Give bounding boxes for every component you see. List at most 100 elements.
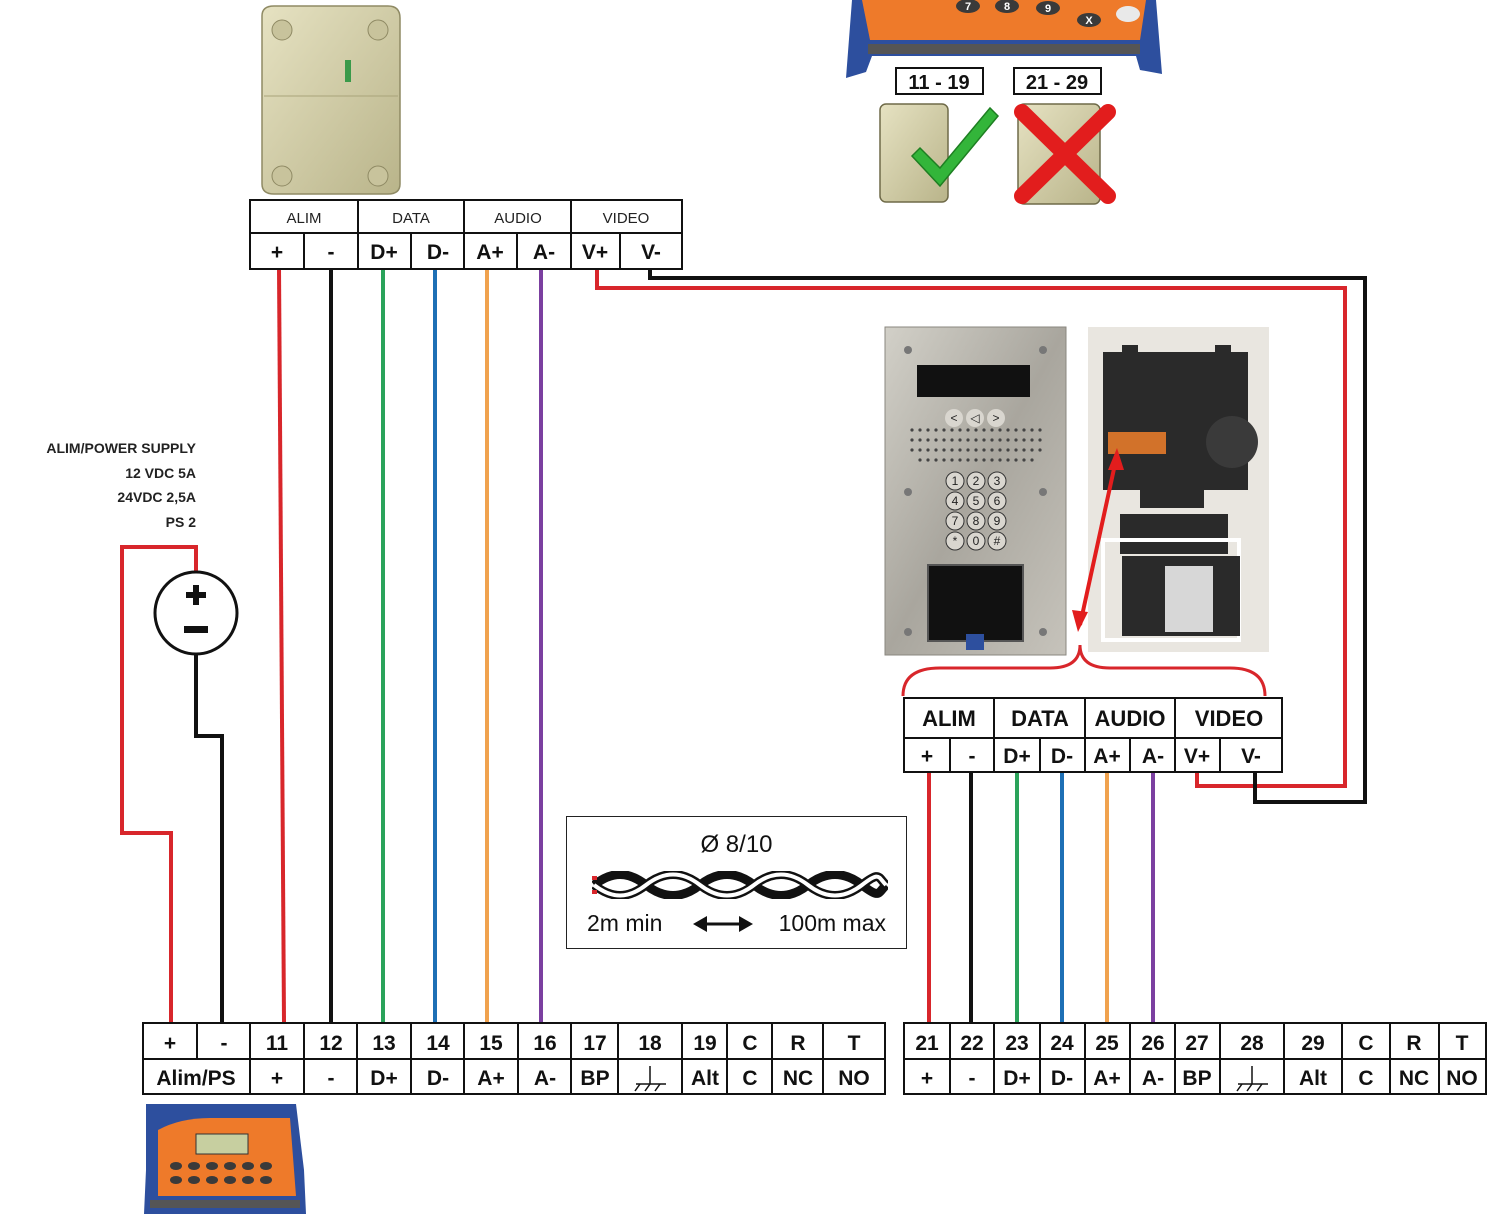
- right-pin-audio-plus: A+: [1093, 745, 1120, 768]
- cr-top-21: 21: [915, 1032, 939, 1055]
- cr-top-t: T: [1456, 1032, 1469, 1055]
- cl-bot-bp: BP: [580, 1067, 609, 1090]
- cr-top-23: 23: [1005, 1032, 1028, 1055]
- range-right-label: 21 - 29: [1026, 72, 1088, 94]
- cl-top-16: 16: [533, 1032, 556, 1055]
- top-pin-video-minus: V-: [641, 241, 661, 264]
- panel-key-1: 1: [952, 474, 959, 488]
- cr-top-29: 29: [1301, 1032, 1324, 1055]
- psu-line-3: 24VDC 2,5A: [117, 489, 196, 505]
- top-pin-audio-minus: A-: [533, 241, 555, 264]
- cr-top-27: 27: [1185, 1032, 1208, 1055]
- top-pin-video-plus: V+: [582, 241, 608, 264]
- panel-key-2: 2: [973, 474, 980, 488]
- psu-line-2: 12 VDC 5A: [125, 464, 196, 481]
- range-selector: 11 - 19 21 - 29: [879, 67, 1116, 205]
- top-pin-data-plus: D+: [370, 241, 397, 264]
- keypad-key-x: X: [1085, 15, 1093, 27]
- red-cross-icon: [1014, 104, 1116, 204]
- central-right-terminal: 21 22 23 24 25 26 27 28 29 C R T + - D+ …: [903, 1022, 1487, 1095]
- cr-top-r: R: [1406, 1032, 1421, 1055]
- right-pin-data-plus: D+: [1003, 745, 1030, 768]
- cable-min-length: 2m min: [587, 910, 663, 936]
- top-central-unit: 7 8 9 X: [846, 0, 1162, 78]
- panel-key-4: 4: [952, 494, 959, 508]
- cl-top-17: 17: [583, 1032, 606, 1055]
- dc-power-symbol-icon: [153, 570, 239, 656]
- wire-psu-minus: [194, 640, 224, 1022]
- cl-bot-dplus: D+: [370, 1067, 397, 1090]
- cl-top-c: C: [742, 1032, 757, 1055]
- cr-bot-no: NO: [1446, 1067, 1478, 1090]
- right-panel-terminal: ALIM DATA AUDIO VIDEO + - D+ D- A+ A- V+…: [903, 697, 1283, 773]
- top-group-video: VIDEO: [603, 210, 650, 227]
- cl-bot-minus: -: [328, 1067, 335, 1090]
- wires: [120, 267, 1367, 1023]
- wire-video-minus: [648, 268, 1367, 804]
- cl-top-18: 18: [638, 1032, 662, 1055]
- keypad-key-7: 7: [965, 1, 971, 13]
- cl-top-12: 12: [319, 1032, 342, 1055]
- cr-bot-bp: BP: [1182, 1067, 1211, 1090]
- right-group-data: DATA: [1011, 706, 1069, 731]
- panel-key-6: 6: [994, 494, 1001, 508]
- cl-top-plus: +: [164, 1032, 176, 1055]
- cr-bot-dminus: D-: [1051, 1067, 1073, 1090]
- central-left-terminal: + - 11 12 13 14 15 16 17 18 19 C R T Ali…: [142, 1022, 886, 1095]
- cl-bot-plus: +: [271, 1067, 283, 1090]
- panel-key-3: 3: [994, 474, 1001, 488]
- green-check-icon: [910, 106, 1000, 188]
- cable-spec-box: Ø 8/10 2m min 100m max: [566, 816, 907, 949]
- right-pin-data-minus: D-: [1051, 745, 1073, 768]
- cl-bot-c: C: [742, 1067, 757, 1090]
- right-group-video: VIDEO: [1195, 706, 1263, 731]
- bottom-central-unit: [144, 1104, 306, 1214]
- panel-key-7: 7: [952, 514, 959, 528]
- right-pin-alim-minus: -: [969, 745, 976, 768]
- cr-bot-c: C: [1358, 1067, 1373, 1090]
- panel-keypad: 1 2 3 4 5 6 7 8 9 * 0 #: [945, 471, 1007, 551]
- cl-top-minus: -: [221, 1032, 228, 1055]
- cr-bot-aplus: A+: [1093, 1067, 1120, 1090]
- top-pin-audio-plus: A+: [476, 241, 503, 264]
- wire-video-plus: [595, 268, 1347, 788]
- cr-top-c: C: [1358, 1032, 1373, 1055]
- top-module-terminal: ALIM DATA AUDIO VIDEO + - D+ D- A+ A- V+…: [249, 199, 683, 270]
- panel-key-5: 5: [973, 494, 980, 508]
- panel-key-8: 8: [973, 514, 980, 528]
- wire-alim-plus: [277, 267, 286, 1023]
- top-group-alim: ALIM: [286, 210, 321, 227]
- cl-bot-alt: Alt: [691, 1067, 719, 1090]
- right-group-alim: ALIM: [922, 706, 976, 731]
- psu-line-1: ALIM/POWER SUPPLY: [46, 440, 196, 456]
- nav-key-bell: ◁: [970, 411, 980, 425]
- top-module-box: [261, 5, 401, 195]
- panel-brace: [901, 644, 1267, 697]
- cr-top-22: 22: [960, 1032, 983, 1055]
- top-pin-alim-minus: -: [328, 241, 335, 264]
- cl-bot-aminus: A-: [534, 1067, 556, 1090]
- top-pin-data-minus: D-: [427, 241, 449, 264]
- cr-bot-dplus: D+: [1003, 1067, 1030, 1090]
- nav-key-right: >: [992, 411, 999, 425]
- cr-top-25: 25: [1095, 1032, 1119, 1055]
- cable-diameter: Ø 8/10: [700, 831, 773, 858]
- panel-key-hash: #: [994, 534, 1001, 548]
- cr-top-28: 28: [1240, 1032, 1264, 1055]
- cl-bot-no: NO: [838, 1067, 870, 1090]
- cl-top-11: 11: [266, 1032, 289, 1055]
- keypad-key-9: 9: [1045, 3, 1051, 15]
- right-pin-video-minus: V-: [1241, 745, 1261, 768]
- cl-bot-nc: NC: [783, 1067, 813, 1090]
- right-pin-video-plus: V+: [1184, 745, 1210, 768]
- panel-key-star: *: [953, 534, 958, 548]
- cr-top-26: 26: [1141, 1032, 1164, 1055]
- ground-symbol-icon: [634, 1066, 666, 1092]
- range-left-label: 11 - 19: [908, 72, 969, 94]
- speaker-grille: [910, 428, 1042, 462]
- cable-max-length: 100m max: [778, 910, 886, 936]
- top-group-data: DATA: [392, 210, 430, 227]
- top-group-audio: AUDIO: [494, 210, 542, 227]
- cl-top-15: 15: [479, 1032, 503, 1055]
- panel-key-0: 0: [973, 534, 980, 548]
